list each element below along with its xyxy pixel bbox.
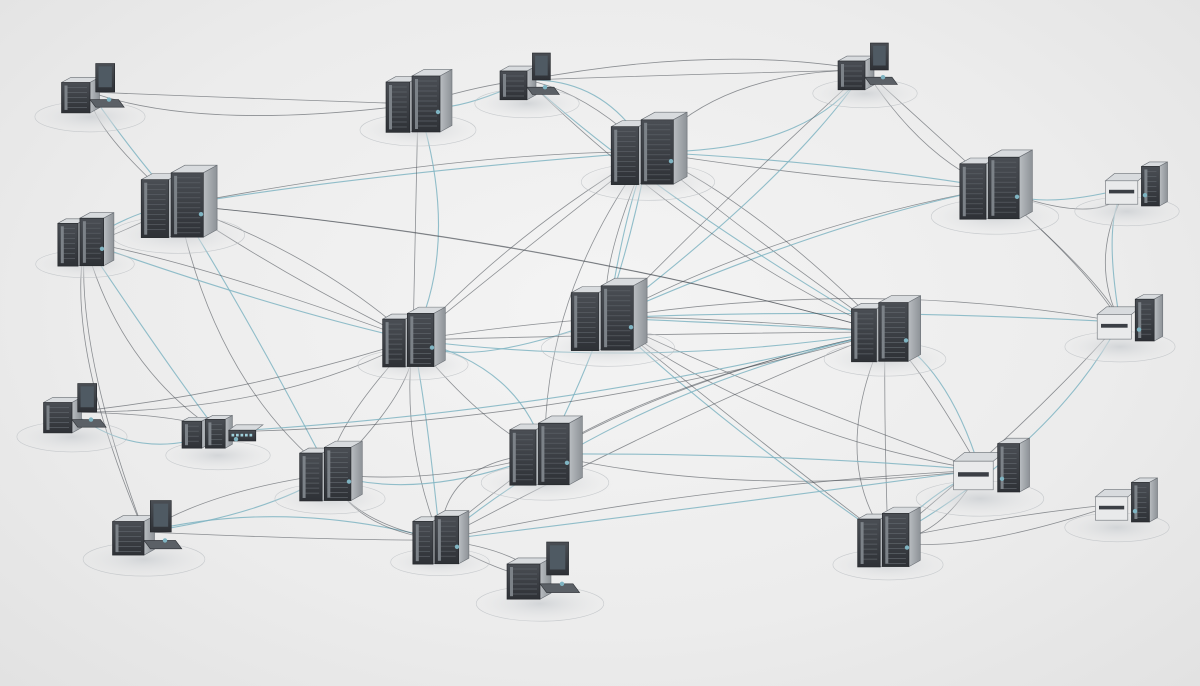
connector-dot: [435, 109, 441, 115]
connector-dot: [88, 417, 94, 422]
node-server-17: [476, 415, 614, 503]
server-rack-icon: [509, 415, 583, 486]
node-workstation-4: [809, 42, 921, 110]
connector-dot: [162, 538, 168, 543]
printer-icon: [1094, 477, 1158, 523]
node-server-10: [354, 306, 472, 382]
network-cable: [439, 331, 886, 541]
network-cable: [544, 453, 981, 482]
connector-dot: [903, 338, 909, 343]
node-workstation-1: [31, 63, 149, 134]
node-server-5: [106, 164, 250, 256]
network-cable: [71, 339, 414, 413]
server-rack-icon: [959, 149, 1033, 220]
node-workstation-13: [13, 383, 131, 454]
workstation-icon: [506, 541, 581, 600]
network-cable: [439, 469, 981, 541]
network-cable: [607, 187, 996, 319]
server-rack-icon: [382, 306, 446, 368]
workstation-icon: [837, 42, 899, 91]
node-workstation-18: [78, 500, 210, 579]
workstation-icon: [112, 500, 183, 556]
network-cable: [89, 91, 419, 105]
connector-dot: [454, 544, 460, 549]
network-nodes: [13, 42, 1183, 624]
connector-dot: [233, 437, 239, 442]
connector-dot: [1014, 194, 1020, 199]
node-workstation-23: [471, 541, 609, 624]
network-cable: [607, 187, 996, 319]
workstation-icon: [61, 63, 125, 114]
connector-dot: [999, 476, 1005, 481]
node-printer-8: [1071, 161, 1183, 228]
server-rack-icon: [299, 440, 363, 502]
network-cable: [217, 331, 886, 433]
server-rack-icon: [412, 510, 470, 565]
network-cable: [526, 58, 866, 81]
printer-icon: [952, 437, 1030, 493]
node-server-21: [829, 506, 947, 582]
network-cable: [607, 317, 886, 333]
connector-dot: [106, 97, 112, 102]
node-workstation-3: [471, 52, 583, 120]
server-rack-icon: [851, 295, 922, 363]
connector-dot: [1136, 327, 1142, 332]
network-cable: [526, 79, 886, 333]
node-server-11: [536, 277, 680, 369]
network-cable: [217, 331, 886, 433]
connector-dot: [559, 581, 565, 586]
network-cable: [143, 516, 441, 541]
workstation-icon: [43, 383, 107, 434]
connector-dot: [1132, 509, 1138, 514]
node-server-6: [576, 111, 720, 203]
network-cable: [607, 298, 1121, 323]
network-cable: [544, 331, 886, 455]
node-server-15: [819, 295, 951, 379]
server-rack-icon: [140, 164, 218, 239]
server-rack-icon: [857, 506, 921, 568]
network-cable: [177, 204, 886, 333]
network-cable: [177, 151, 649, 206]
connector-dot: [346, 479, 352, 484]
node-server-7: [926, 149, 1064, 237]
connector-dot: [880, 75, 886, 80]
network-cable: [439, 469, 981, 541]
network-cable: [89, 91, 419, 116]
network-cable: [526, 69, 866, 81]
network-cable: [647, 151, 996, 189]
network-switch-icon: [181, 414, 264, 449]
network-cable: [84, 241, 414, 341]
connector-dot: [628, 325, 634, 330]
printer-icon: [1096, 293, 1164, 342]
node-printer-12: [1061, 293, 1179, 364]
network-cable: [439, 331, 886, 541]
printer-icon: [1104, 161, 1168, 207]
connector-dot: [904, 545, 910, 550]
connector-dot: [1142, 193, 1148, 198]
server-rack-icon: [570, 277, 648, 352]
node-server-9: [32, 212, 138, 280]
server-rack-icon: [385, 68, 453, 133]
connector-dot: [564, 460, 570, 465]
network-cable: [177, 151, 649, 206]
connector-dot: [668, 159, 674, 164]
node-printer-20: [911, 437, 1049, 519]
node-printer-22: [1061, 477, 1173, 544]
network-cable: [647, 151, 996, 189]
network-cable: [143, 531, 441, 541]
node-switch-14: [162, 414, 274, 472]
node-server-19: [387, 510, 493, 578]
workstation-icon: [499, 52, 561, 101]
connector-dot: [99, 246, 105, 251]
network-cable: [177, 204, 886, 333]
server-rack-icon: [57, 212, 115, 267]
node-server-2: [356, 68, 480, 148]
connector-dot: [198, 212, 204, 217]
node-server-16: [271, 440, 389, 516]
server-rack-icon: [610, 111, 688, 186]
network-cable: [544, 453, 981, 471]
connector-dot: [542, 85, 548, 90]
connector-dot: [429, 345, 435, 350]
